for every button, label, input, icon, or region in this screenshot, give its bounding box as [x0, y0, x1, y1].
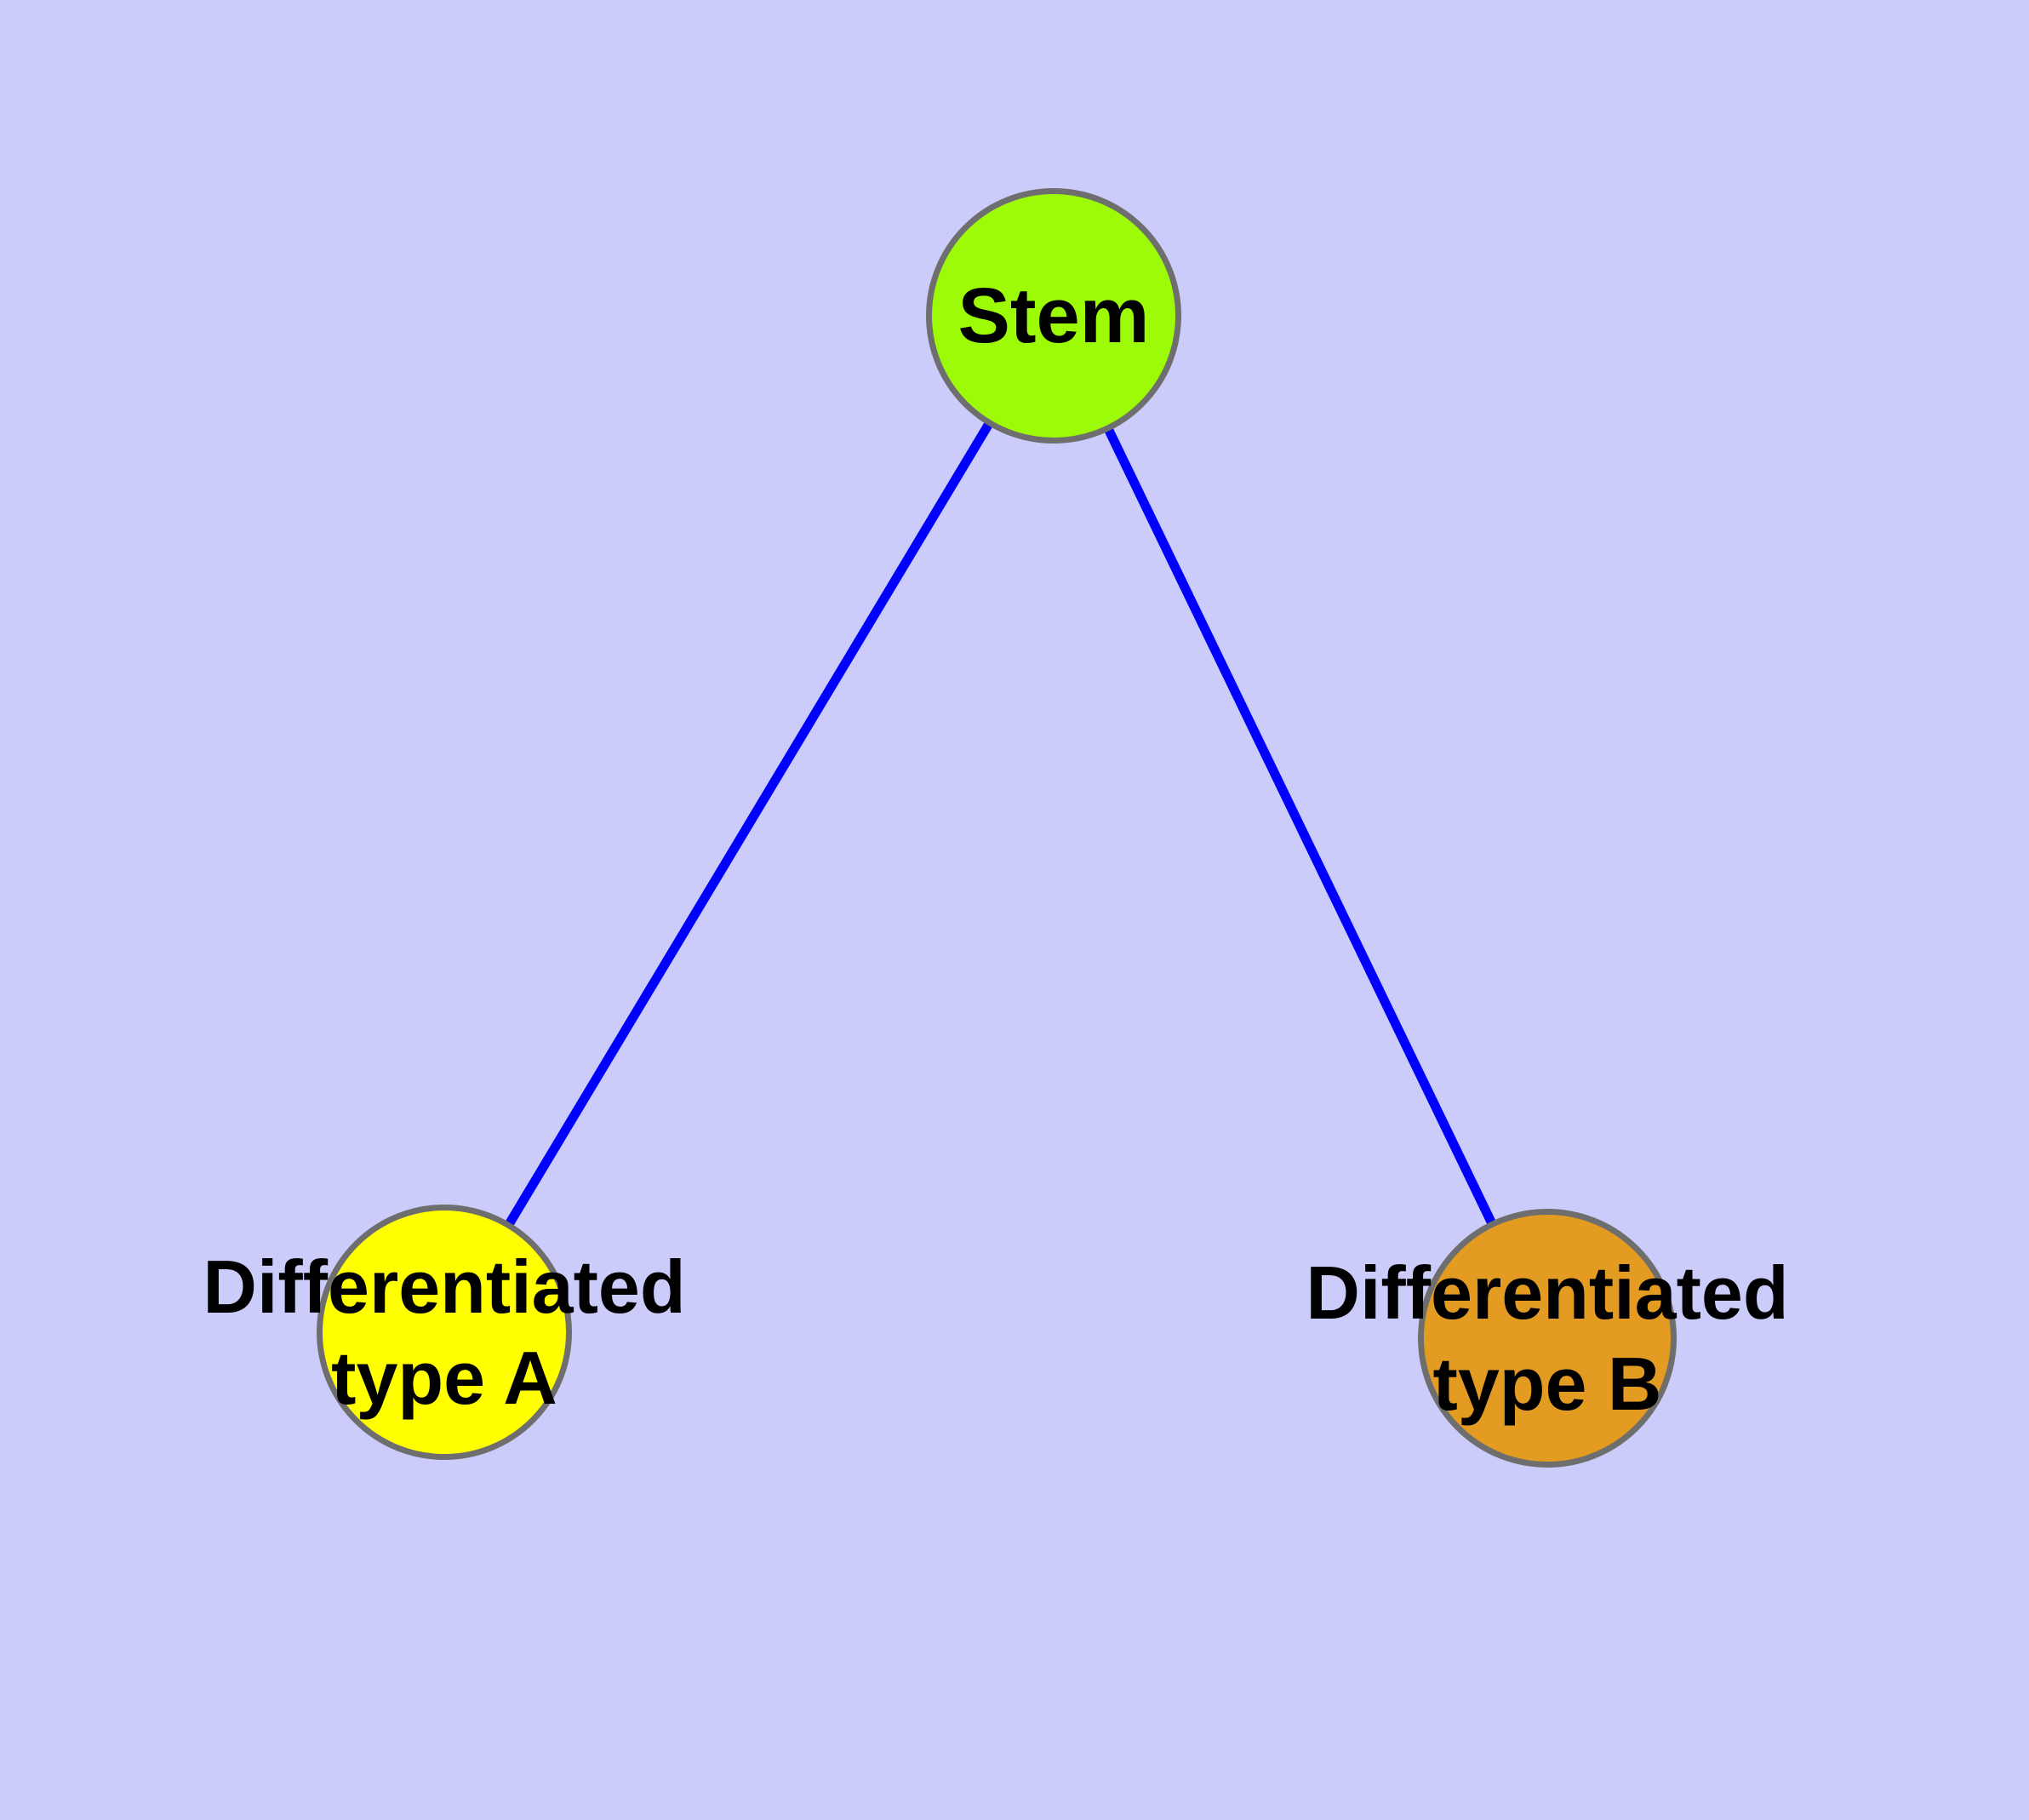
- node-stem[interactable]: Stem: [926, 188, 1181, 444]
- edge-stem-to-differentiated-type-a: [440, 313, 1058, 1335]
- edge-stem-to-differentiated-type-b: [1049, 313, 1552, 1341]
- node-differentiated-type-b-circle: [1418, 1209, 1677, 1468]
- node-stem-circle: [926, 188, 1181, 444]
- node-differentiated-type-b[interactable]: Differentiated type B: [1306, 1209, 1789, 1468]
- node-differentiated-type-a-circle: [317, 1205, 572, 1460]
- node-differentiated-type-a[interactable]: Differentiated type A: [203, 1205, 686, 1460]
